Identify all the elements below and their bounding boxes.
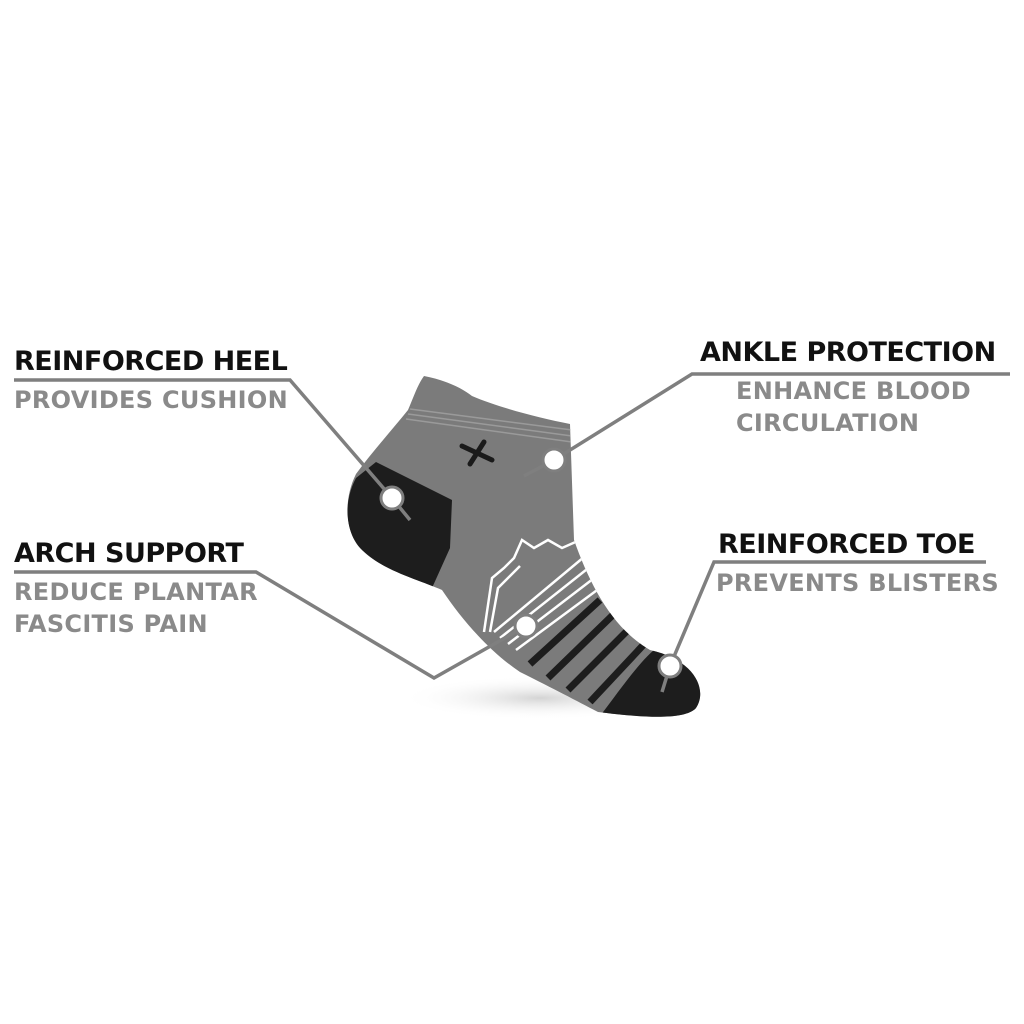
- toe-leader-line: [660, 560, 986, 693]
- heel-callout-dot: [379, 485, 405, 511]
- ankle-callout-desc-line-2: CIRCULATION: [736, 409, 920, 437]
- toe-callout: REINFORCED TOE PREVENTS BLISTERS: [716, 529, 999, 599]
- heel-reinforcement: [347, 462, 452, 588]
- collar-ribbing: [405, 408, 573, 443]
- arch-leader-line: [14, 570, 527, 681]
- toe-callout-title: REINFORCED TOE: [718, 529, 975, 560]
- heel-callout: REINFORCED HEEL PROVIDES CUSHION: [14, 346, 288, 416]
- x-brand-logo-icon: [459, 439, 495, 467]
- toe-callout-desc: PREVENTS BLISTERS: [716, 569, 999, 597]
- toe-callout-dot: [657, 653, 683, 679]
- heel-callout-desc: PROVIDES CUSHION: [14, 386, 288, 414]
- ankle-callout-desc-line-1: ENHANCE BLOOD: [736, 377, 971, 405]
- arch-callout: ARCH SUPPORT REDUCE PLANTAR FASCITIS PAI…: [14, 538, 258, 640]
- mountain-pattern: [482, 538, 609, 652]
- heel-callout-title: REINFORCED HEEL: [14, 346, 288, 377]
- sole-stripes: [527, 597, 651, 705]
- ankle-callout: ANKLE PROTECTION ENHANCE BLOOD CIRCULATI…: [700, 337, 996, 439]
- arch-callout-title: ARCH SUPPORT: [14, 538, 244, 569]
- arch-callout-dot: [513, 613, 539, 639]
- ankle-leader-line: [523, 372, 1010, 478]
- ankle-callout-dot: [541, 447, 567, 473]
- sock-body: [347, 376, 701, 717]
- arch-callout-desc-line-2: FASCITIS PAIN: [14, 610, 208, 638]
- heel-leader-line: [14, 378, 412, 522]
- arch-callout-desc-line-1: REDUCE PLANTAR: [14, 578, 258, 606]
- ankle-callout-title: ANKLE PROTECTION: [700, 337, 996, 368]
